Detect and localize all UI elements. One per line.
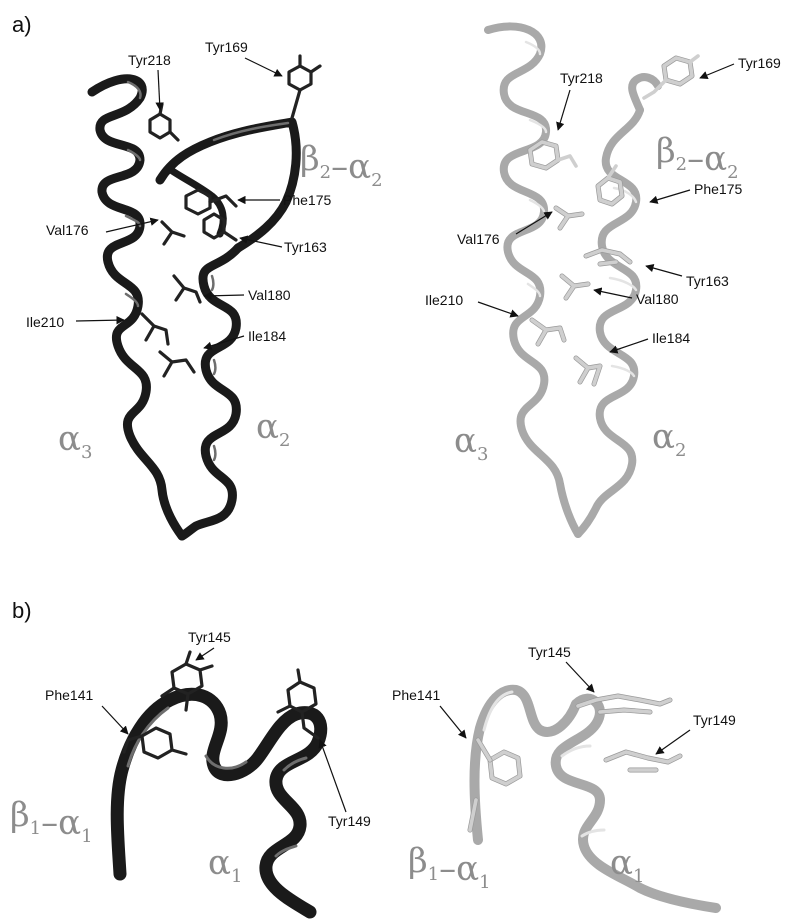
beta2-alpha2-loop-ribbon [160,122,296,248]
beta1-alpha1-loop-ribbon [117,694,296,874]
label-tyr169-dark: Tyr169 [205,39,248,55]
label-phe141-light: Phe141 [392,687,440,703]
label-alpha1-dark: α1 [208,843,242,887]
label-tyr218-light: Tyr218 [560,70,603,86]
label-tyr149-dark: Tyr149 [328,813,371,829]
label-tyr163-light: Tyr163 [686,273,729,289]
label-beta2-alpha2-dark: β2–α2 [300,139,383,191]
panel-b-label: b) [12,598,32,623]
label-phe141-dark: Phe141 [45,687,93,703]
sidechain-val180-light [562,276,588,298]
label-beta1-alpha1-light: β1–α1 [408,841,491,893]
label-alpha1-light: α1 [610,843,644,887]
arrow-tyr218-light [558,90,570,130]
label-ile210-dark: Ile210 [26,314,64,330]
alpha3-helix-ribbon [92,79,182,536]
sidechain-val176-light [556,208,582,228]
arrow-ile184-light [610,339,648,352]
label-alpha2-dark: α2 [256,407,290,451]
arrow-tyr169-dark [245,58,282,76]
alpha3-helix-highlight [126,82,141,306]
sidechain-val176 [162,222,184,244]
label-tyr145-dark: Tyr145 [188,629,231,645]
label-val180-light: Val180 [636,291,679,307]
label-ile210-light: Ile210 [425,292,463,308]
label-tyr169-light: Tyr169 [738,55,781,71]
sidechain-val180 [174,276,200,302]
label-val176-light: Val176 [457,231,500,247]
label-beta1-alpha1-dark: β1–α1 [10,795,93,847]
arrow-val176-dark [106,220,158,232]
sidechain-ile210-light [532,320,564,344]
arrow-ile210-dark [76,320,124,321]
arrow-tyr163-light [646,266,682,276]
label-ile184-dark: Ile184 [248,328,286,344]
arrow-phe175-light [650,190,690,202]
arrow-tyr169-light [700,64,734,78]
panel-b-light-structure [470,690,716,908]
arrow-ile210-light [478,302,518,316]
label-tyr163-dark: Tyr163 [284,239,327,255]
sidechain-tyr218 [150,104,178,140]
label-alpha3-dark: α3 [58,419,92,463]
panel-b: b) Tyr145 Phe141 [10,598,736,912]
arrow-tyr149-dark [320,740,346,812]
label-beta2-alpha2-light: β2–α2 [656,131,739,183]
sidechain-ile184-light [576,358,600,384]
arrow-tyr149-light [656,730,690,754]
arrow-tyr145-dark [196,648,214,660]
panel-a-light-structure [488,26,698,534]
arrow-val180-light [594,290,632,298]
arrow-tyr218-dark [158,70,160,110]
sidechain-tyr169 [289,56,320,118]
label-val176-dark: Val176 [46,222,89,238]
panel-a-dark-labels: Tyr218 Tyr169 Phe175 Val176 Tyr163 Val18… [26,39,383,463]
label-val180-dark: Val180 [248,287,291,303]
panel-a: a) [12,12,781,536]
label-ile184-light: Ile184 [652,330,690,346]
panel-b-dark-labels: Tyr145 Phe141 Tyr149 β1–α1 α1 [10,629,371,887]
label-tyr145-light: Tyr145 [528,644,571,660]
label-alpha3-light: α3 [454,421,488,465]
label-alpha2-light: α2 [652,417,686,461]
label-phe175-light: Phe175 [694,181,742,197]
panel-b-light-labels: Tyr145 Phe141 Tyr149 β1–α1 α1 [392,644,736,893]
sidechain-tyr218-light [530,142,576,168]
label-tyr149-light: Tyr149 [693,712,736,728]
label-phe175-dark: Phe175 [283,192,331,208]
sidechain-tyr149-light [606,752,680,770]
arrow-tyr145-light [566,662,594,692]
arrow-phe141-light [440,706,466,738]
sidechain-ile184 [160,352,194,376]
arrow-phe141-dark [102,706,128,734]
sidechain-ile210 [142,314,168,344]
label-tyr218-dark: Tyr218 [128,52,171,68]
panel-a-label: a) [12,12,32,37]
